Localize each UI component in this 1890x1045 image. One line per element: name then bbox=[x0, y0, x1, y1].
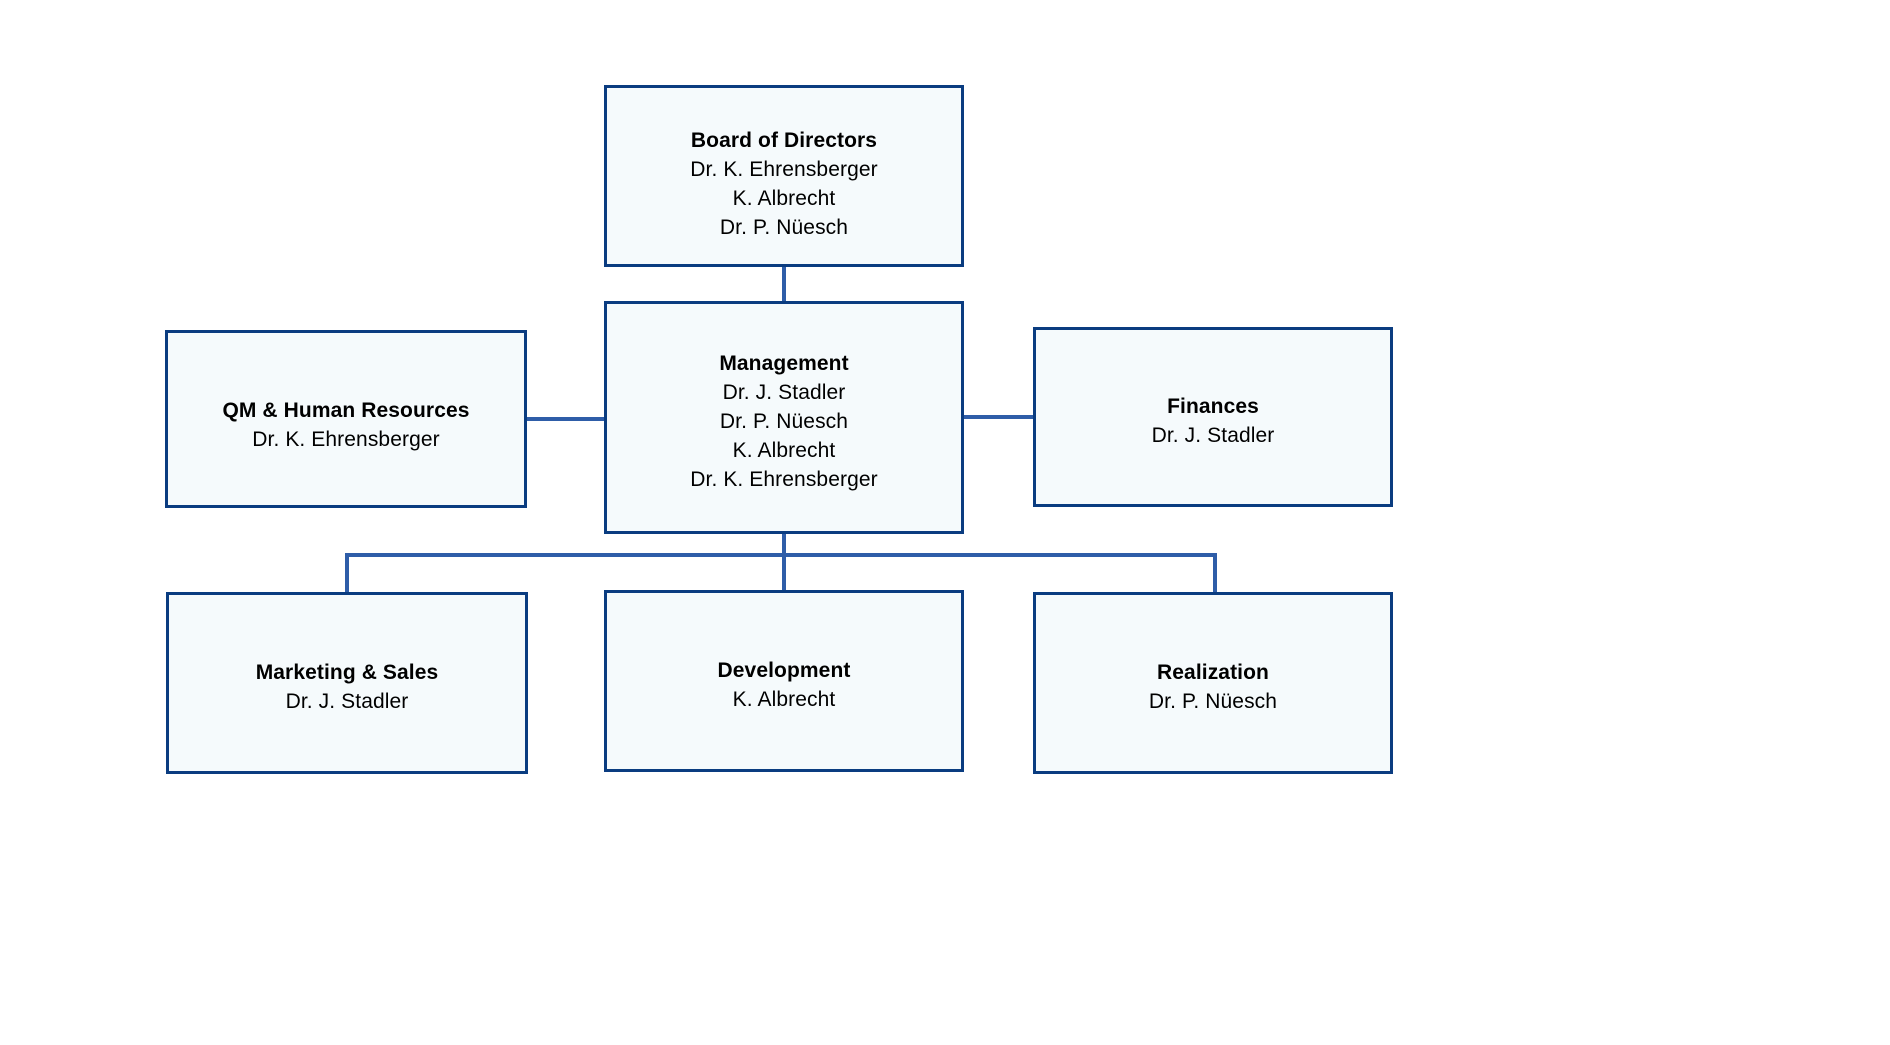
node-person: Dr. K. Ehrensberger bbox=[252, 428, 440, 451]
node-person: Dr. J. Stadler bbox=[285, 690, 409, 713]
org-node-qm-human-resources[interactable]: QM & Human Resources Dr. K. Ehrensberger bbox=[165, 330, 527, 508]
org-node-finances[interactable]: Finances Dr. J. Stadler bbox=[1033, 327, 1393, 507]
node-people-list: Dr. J. Stadler Dr. P. Nüesch K. Albrecht… bbox=[690, 378, 878, 494]
connector-board-to-management bbox=[782, 264, 786, 304]
node-person: Dr. J. Stadler bbox=[722, 381, 846, 404]
node-people-list: Dr. K. Ehrensberger bbox=[252, 425, 440, 454]
node-person: Dr. P. Nüesch bbox=[1148, 690, 1278, 713]
node-people-list: Dr. K. Ehrensberger K. Albrecht Dr. P. N… bbox=[690, 155, 878, 242]
node-title: Marketing & Sales bbox=[255, 661, 439, 684]
node-people-list: Dr. P. Nüesch bbox=[1149, 687, 1277, 716]
node-people-list: Dr. J. Stadler bbox=[1152, 421, 1275, 450]
node-person: Dr. J. Stadler bbox=[1151, 424, 1275, 447]
node-person: Dr. K. Ehrensberger bbox=[690, 158, 878, 181]
node-person: Dr. P. Nüesch bbox=[719, 216, 849, 239]
node-person: Dr. P. Nüesch bbox=[719, 410, 849, 433]
connector-management-down-stem bbox=[782, 531, 786, 557]
node-person: Dr. K. Ehrensberger bbox=[690, 468, 878, 491]
connector-management-to-finances bbox=[961, 415, 1036, 419]
connector-bottom-horizontal-bus bbox=[345, 553, 1217, 557]
connector-management-to-qm bbox=[524, 417, 607, 421]
node-person: K. Albrecht bbox=[732, 688, 836, 711]
node-title: Development bbox=[717, 659, 851, 682]
connector-bus-to-marketing bbox=[345, 553, 349, 595]
node-title: Finances bbox=[1167, 395, 1259, 418]
node-title: Realization bbox=[1157, 661, 1269, 684]
org-node-management[interactable]: Management Dr. J. Stadler Dr. P. Nüesch … bbox=[604, 301, 964, 534]
org-node-board-of-directors[interactable]: Board of Directors Dr. K. Ehrensberger K… bbox=[604, 85, 964, 267]
connector-bus-to-realization bbox=[1213, 553, 1217, 595]
org-node-marketing-sales[interactable]: Marketing & Sales Dr. J. Stadler bbox=[166, 592, 528, 774]
node-people-list: Dr. J. Stadler bbox=[286, 687, 409, 716]
connector-bus-to-development bbox=[782, 553, 786, 593]
org-node-realization[interactable]: Realization Dr. P. Nüesch bbox=[1033, 592, 1393, 774]
node-person: K. Albrecht bbox=[732, 187, 836, 210]
org-node-development[interactable]: Development K. Albrecht bbox=[604, 590, 964, 772]
node-title: QM & Human Resources bbox=[222, 399, 470, 422]
node-title: Management bbox=[719, 352, 849, 375]
node-people-list: K. Albrecht bbox=[733, 685, 836, 714]
node-person: K. Albrecht bbox=[732, 439, 836, 462]
node-title: Board of Directors bbox=[690, 129, 878, 152]
